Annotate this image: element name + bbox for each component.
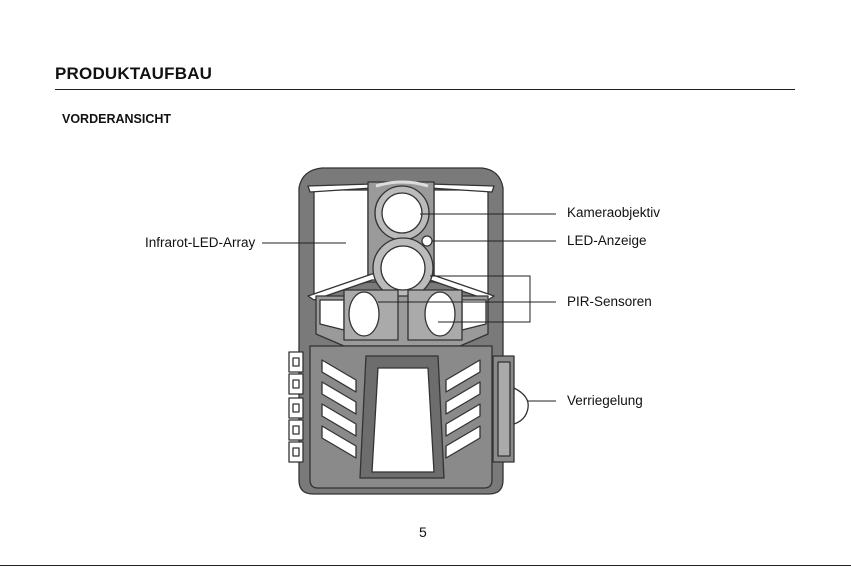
label-latch: Verriegelung (567, 393, 643, 408)
label-ir-led-array: Infrarot-LED-Array (145, 235, 255, 250)
center-window (372, 368, 434, 472)
footer-divider (0, 565, 851, 566)
page-number: 5 (419, 524, 427, 540)
pir-sensor-right (425, 292, 455, 336)
label-pir-sensors: PIR-Sensoren (567, 294, 652, 309)
pir-sensor-left (349, 292, 379, 336)
led-indicator-dot (422, 236, 432, 246)
label-camera-lens: Kameraobjektiv (567, 205, 660, 220)
latch-hook (514, 388, 528, 424)
label-led-indicator: LED-Anzeige (567, 233, 647, 248)
